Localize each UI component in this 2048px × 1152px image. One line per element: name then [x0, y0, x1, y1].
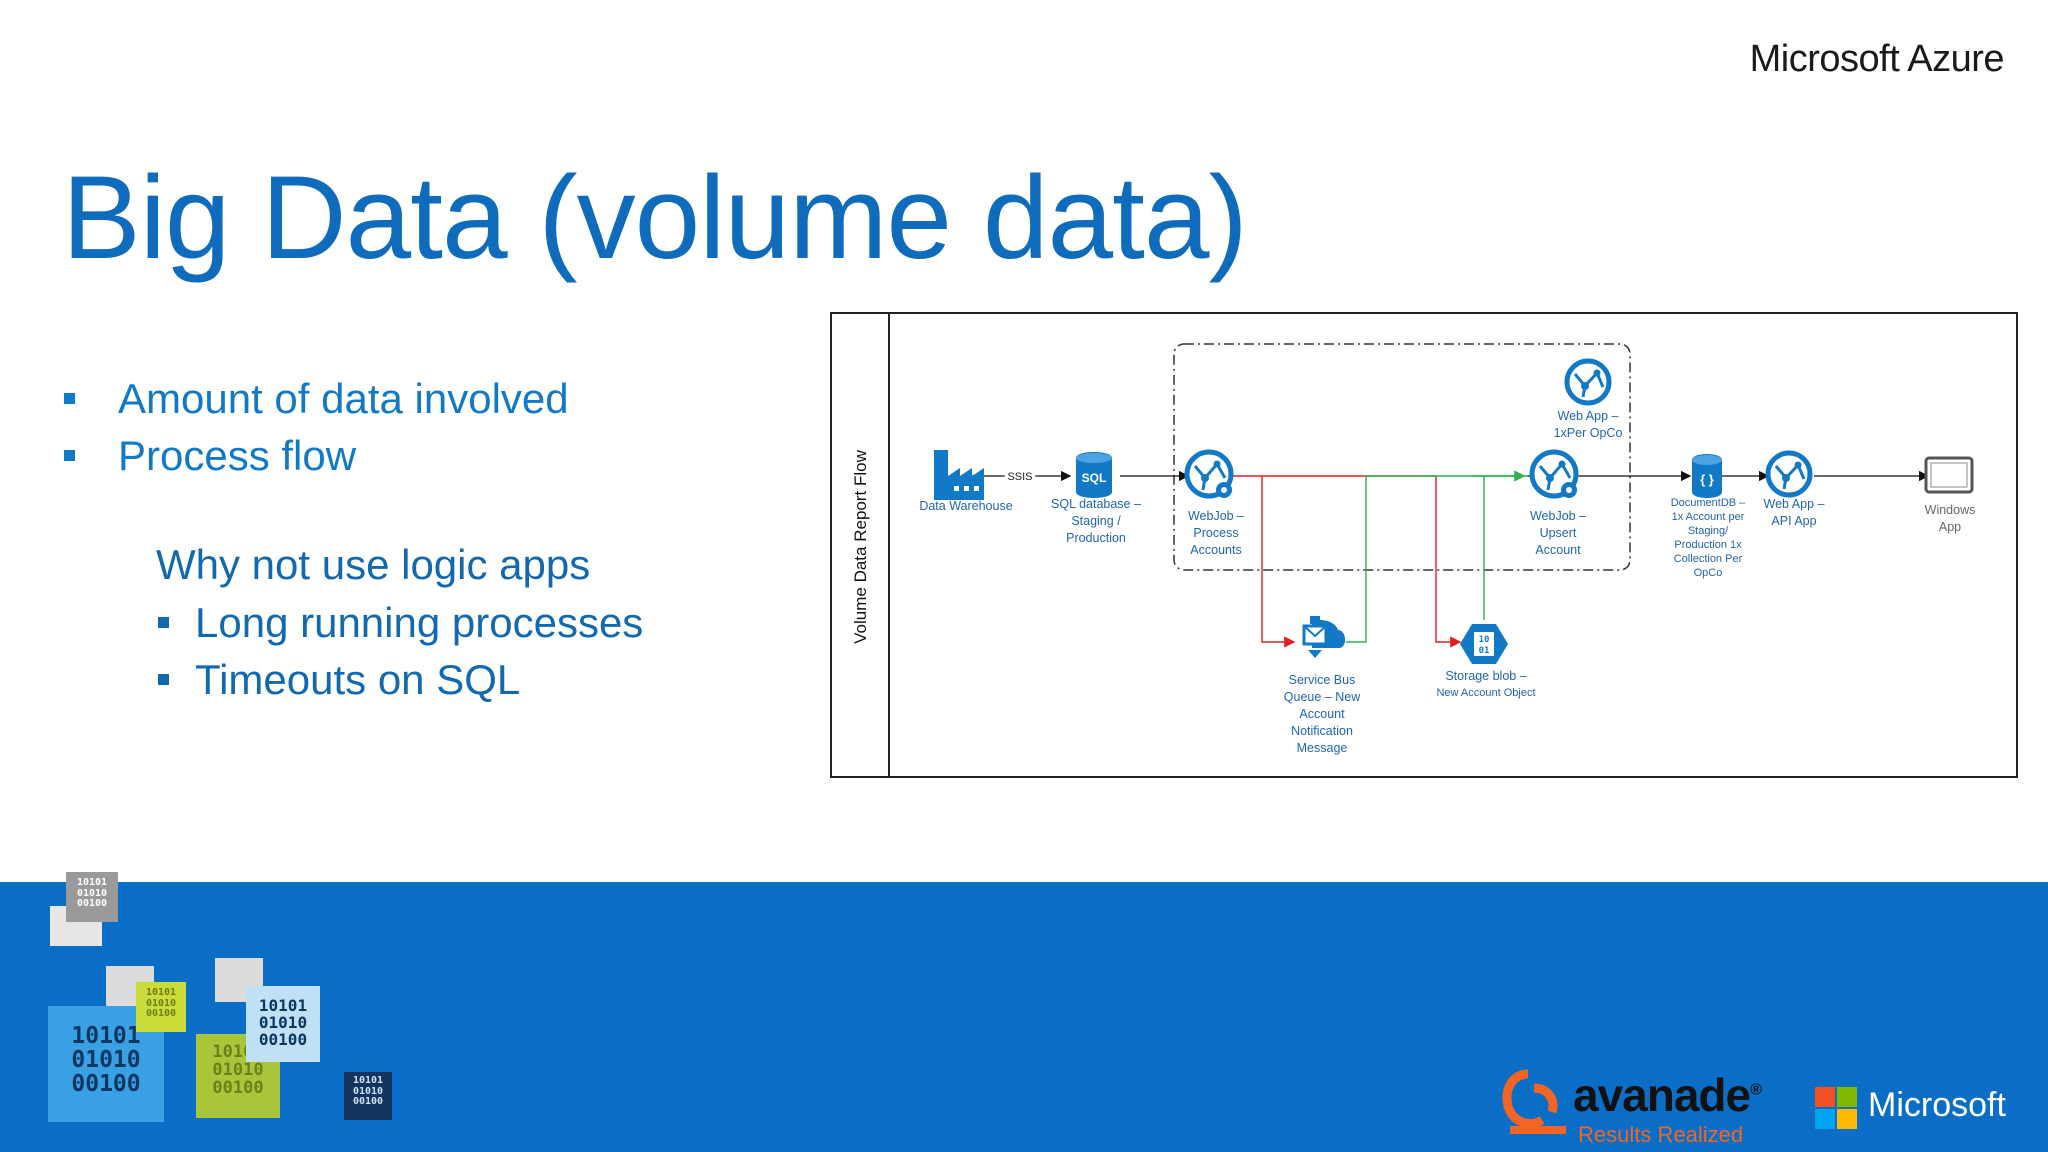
binary-tile: 10101 01010 00100 — [258, 996, 308, 1049]
node-label-windows-app: Windows App — [1924, 503, 1976, 534]
binary-tile: 10101 01010 00100 — [352, 1075, 384, 1107]
service-bus-icon — [1302, 616, 1346, 658]
documentdb-icon: { } — [1692, 454, 1722, 498]
sub-bullet-text: Timeouts on SQL — [195, 655, 521, 703]
bullet-text: Amount of data involved — [118, 374, 569, 422]
webapp-api-icon — [1765, 450, 1813, 498]
bullet-square-icon — [158, 617, 169, 628]
webjob-process-icon — [1184, 449, 1234, 499]
webapp-opco-icon — [1564, 358, 1612, 406]
node-label-webapp-opco: Web App – 1xPer OpCo — [1553, 409, 1623, 440]
edge-label-ssis: SSIS — [1007, 471, 1032, 483]
webjob-group-boundary — [1173, 343, 1631, 571]
node-label-webjob-process: WebJob – Process Accounts — [1187, 509, 1245, 557]
sql-database-icon: SQL — [1076, 452, 1112, 498]
sub-bullet-item: Timeouts on SQL — [156, 651, 643, 708]
avanade-wordmark: avanade® — [1573, 1069, 1762, 1121]
red-arrow-to-servicebus — [1230, 475, 1296, 648]
diagram-canvas: SSIS SQL — [934, 343, 1974, 664]
bullet-square-icon — [158, 674, 169, 685]
binary-tile: 10101 01010 00100 — [71, 1023, 141, 1098]
windows-app-icon — [1924, 456, 1974, 494]
red-arrow-to-blob — [1262, 475, 1462, 648]
microsoft-azure-brand: Microsoft Azure — [1749, 38, 2005, 80]
bullet-item: Amount of data involved — [60, 370, 569, 427]
node-label-webapp-api: Web App – API App — [1763, 497, 1825, 528]
avanade-logo-icon — [1502, 1069, 1566, 1134]
microsoft-logo-icon — [1815, 1087, 1857, 1129]
node-label-documentdb: DocumentDB – 1x Account per Staging/ Pro… — [1670, 497, 1746, 579]
sql-icon-text: SQL — [1082, 471, 1107, 485]
node-label-storage-blob: Storage blob – — [1445, 669, 1527, 683]
swimlane-header: Volume Data Report Flow — [832, 314, 890, 776]
sub-bullet-text: Long running processes — [195, 598, 644, 646]
node-label-data-warehouse: Data Warehouse — [919, 499, 1013, 513]
binary-tile: 10101 01010 00100 — [145, 987, 177, 1019]
binary-tile: 10101 01010 00100 — [76, 877, 108, 909]
node-label-storage-blob-sub: New Account Object — [1436, 687, 1536, 699]
bullet-square-icon — [64, 393, 75, 404]
bullet-item: Process flow — [60, 427, 569, 484]
node-label-webjob-upsert: WebJob – Upsert Account — [1529, 509, 1587, 557]
process-flow-diagram: Volume Data Report Flow SSIS — [830, 312, 2018, 778]
data-warehouse-icon — [934, 450, 984, 500]
webjob-upsert-icon — [1529, 449, 1579, 499]
microsoft-wordmark: Microsoft — [1868, 1086, 2006, 1124]
bullet-list: Amount of data involved Process flow — [60, 370, 569, 484]
bullet-text: Process flow — [118, 431, 357, 479]
blob-icon-text-top: 10 — [1479, 635, 1490, 645]
storage-blob-icon: 10 01 — [1460, 624, 1508, 664]
bullet-square-icon — [64, 450, 75, 461]
green-arrow-servicebus-to-upsert — [1346, 475, 1528, 643]
node-label-service-bus: Service Bus Queue – New Account Notifica… — [1283, 673, 1361, 755]
slide-title: Big Data (volume data) — [62, 152, 1248, 284]
documentdb-icon-text: { } — [1700, 472, 1714, 487]
avanade-tagline: Results Realized — [1578, 1122, 1744, 1147]
blob-icon-text-bottom: 01 — [1479, 646, 1490, 656]
sub-section: Why not use logic apps Long running proc… — [156, 536, 643, 708]
sub-heading: Why not use logic apps — [156, 541, 591, 588]
sub-bullet-item: Long running processes — [156, 594, 643, 651]
node-label-sql-database: SQL database – Staging / Production — [1051, 497, 1141, 545]
footer-band — [0, 882, 2048, 1152]
